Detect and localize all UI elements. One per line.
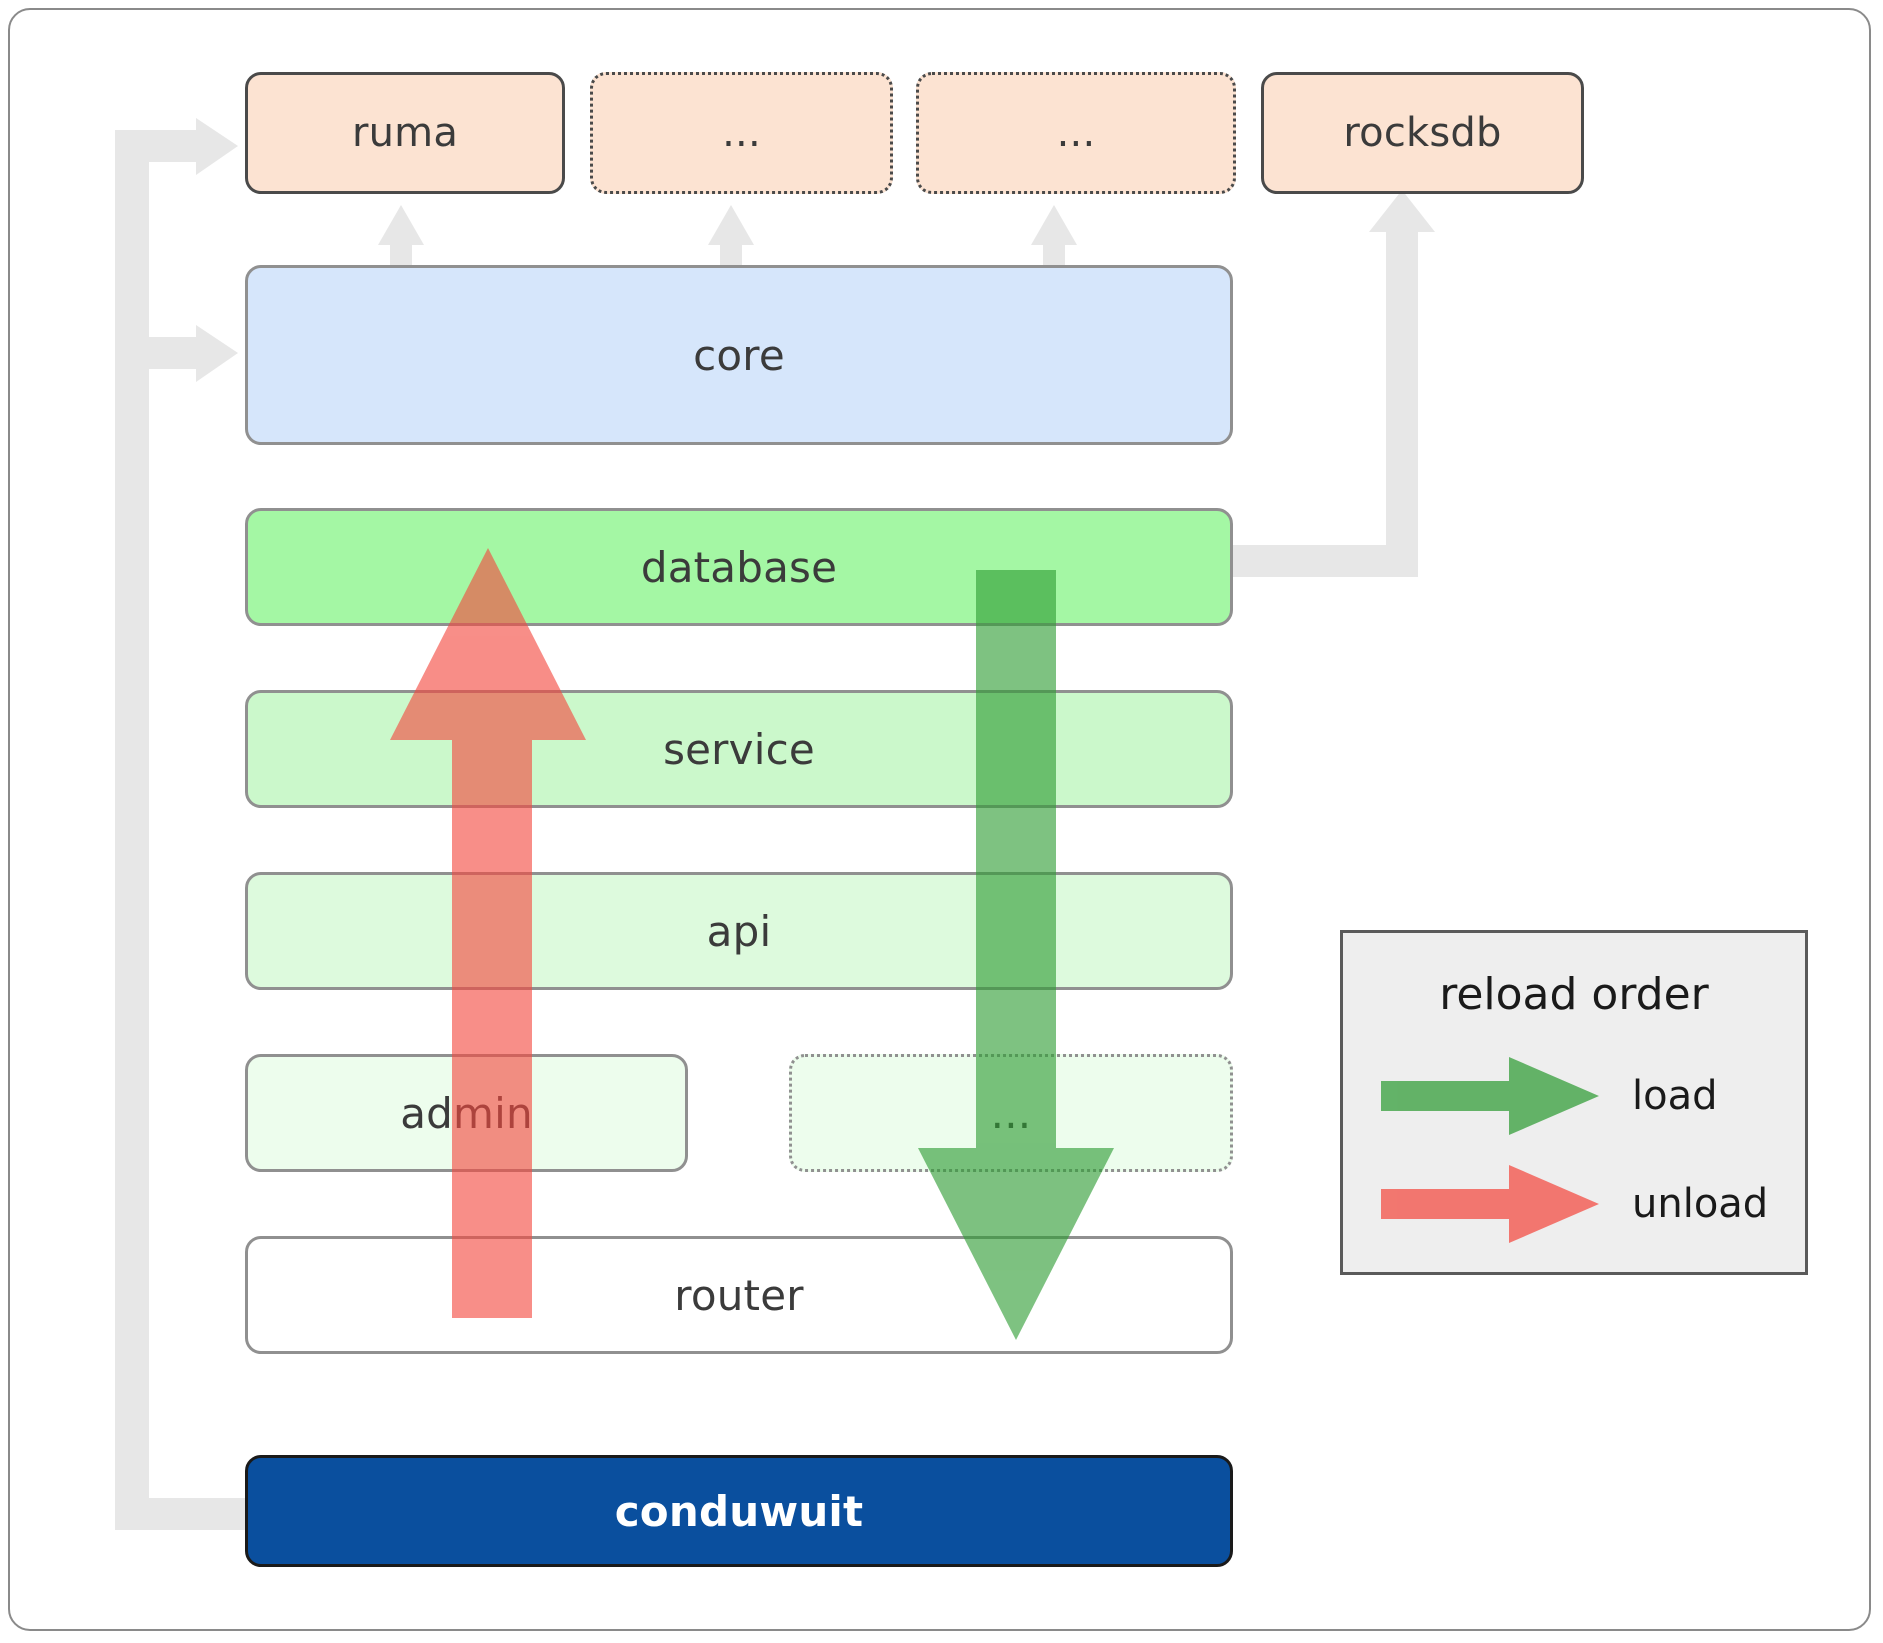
dependency-label: ...: [722, 110, 761, 156]
layer-node-service[interactable]: service: [245, 690, 1233, 808]
layer-label: service: [663, 724, 815, 774]
layer-label: admin: [400, 1088, 533, 1138]
layer-label: router: [674, 1270, 804, 1320]
dependency-node-ellipsis-1[interactable]: ...: [590, 72, 893, 194]
diagram-frame: [8, 8, 1871, 1631]
layer-node-database[interactable]: database: [245, 508, 1233, 626]
legend-title: reload order: [1439, 969, 1709, 1020]
binary-label: conduwuit: [614, 1486, 864, 1536]
dependency-node-rocksdb[interactable]: rocksdb: [1261, 72, 1584, 194]
layer-label: ...: [990, 1088, 1032, 1138]
layer-label: database: [640, 542, 838, 592]
binary-node-conduwuit[interactable]: conduwuit: [245, 1455, 1233, 1567]
legend-item-load: load: [1381, 1053, 1781, 1139]
dependency-label: ruma: [351, 110, 459, 156]
legend-panel: reload order load unload: [1340, 930, 1808, 1275]
dependency-node-ellipsis-2[interactable]: ...: [916, 72, 1236, 194]
legend-item-unload: unload: [1381, 1161, 1781, 1247]
dependency-label: ...: [1056, 110, 1096, 156]
layer-node-ellipsis[interactable]: ...: [789, 1054, 1233, 1172]
dependency-node-ruma[interactable]: ruma: [245, 72, 565, 194]
layer-node-router[interactable]: router: [245, 1236, 1233, 1354]
unload-arrow-icon: [1381, 1165, 1599, 1243]
layer-node-api[interactable]: api: [245, 872, 1233, 990]
core-label: core: [693, 330, 785, 380]
load-arrow-icon: [1381, 1057, 1599, 1135]
legend-label-load: load: [1632, 1073, 1718, 1119]
core-node[interactable]: core: [245, 265, 1233, 445]
legend-label-unload: unload: [1632, 1181, 1769, 1227]
dependency-label: rocksdb: [1343, 110, 1502, 156]
layer-node-admin[interactable]: admin: [245, 1054, 688, 1172]
layer-label: api: [706, 906, 772, 956]
